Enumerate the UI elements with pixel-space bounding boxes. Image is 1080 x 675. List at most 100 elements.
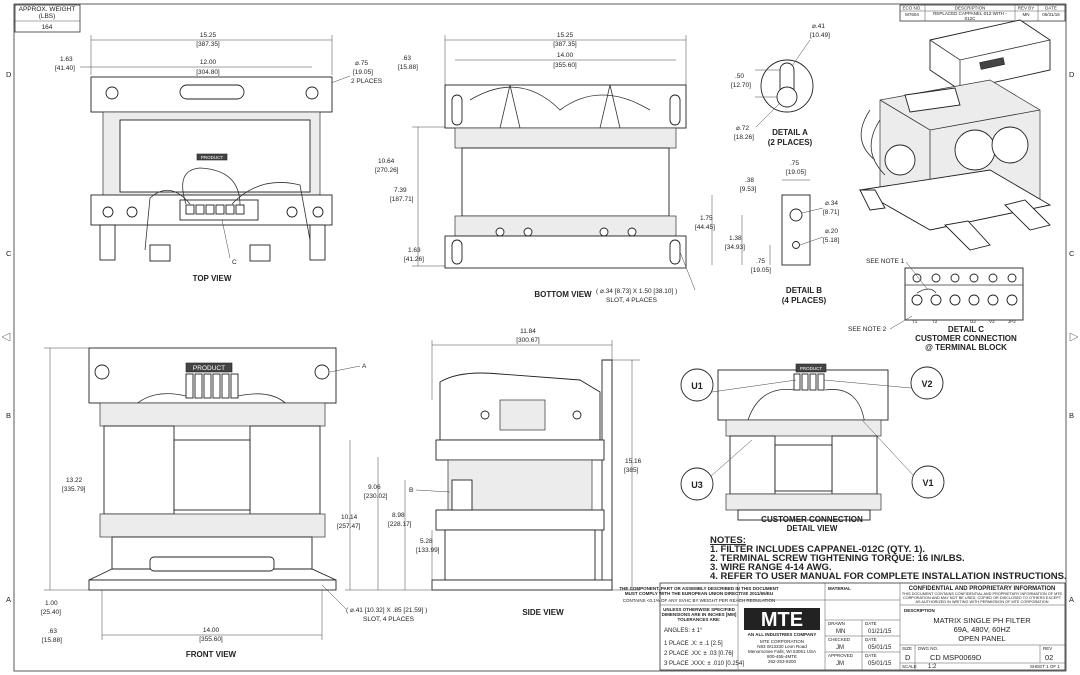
- detail-b-hole-in: ⌀.34: [825, 200, 838, 207]
- cc-title-2: DETAIL VIEW: [787, 524, 838, 533]
- top-wire-2: [231, 182, 311, 241]
- zone-a-right: A: [1069, 595, 1074, 604]
- front-width-mm: [355.60]: [199, 636, 223, 643]
- top-hole-mm: [19.05]: [353, 69, 373, 76]
- weight-box: APPROX. WEIGHT (LBS) 164: [14, 4, 81, 33]
- top-center-slot: [179, 84, 245, 100]
- rev-description-2: 012C: [965, 16, 977, 21]
- front-b2-in: .63: [48, 628, 57, 635]
- tb-address-5: 262-253-8200: [768, 659, 797, 664]
- tb-address-3: Menomonee Falls, WI 53051 USA: [748, 649, 816, 654]
- tb-drawn-by: MN: [836, 629, 845, 635]
- side-h4-in: 5.28: [420, 538, 433, 545]
- detail-c-terminal-jp2: JP2: [1008, 319, 1016, 324]
- side-view: 11.84 [300.67] B 10.14 [257.47] 9.06 [23…: [337, 328, 642, 617]
- isometric-view: [858, 19, 1052, 251]
- detail-b-hole-mm: [8.71]: [823, 209, 839, 216]
- detail-c-title: DETAIL C: [948, 325, 984, 334]
- side-view-title: SIDE VIEW: [522, 608, 564, 617]
- cc-terminals: [793, 373, 825, 391]
- customer-connection-view: PRODUCT U1 V2 U3 V1 CUSTOMER CONNECTION …: [680, 363, 945, 533]
- weight-label: APPROX. WEIGHT: [19, 6, 76, 13]
- top-width-mm: [387.35]: [196, 41, 220, 48]
- zone-b-left: B: [6, 411, 11, 420]
- tb-place-2: 2 PLACE .XX: ± .03 [0.76]: [664, 651, 734, 657]
- tb-scale: 1:2: [928, 664, 937, 670]
- front-slot-note: ( ⌀.41 [10.32] X .85 [21.59] ): [346, 607, 427, 614]
- bottom-slot-note: ( ⌀.34 [8.73] X 1.50 [38.10] ): [596, 288, 677, 295]
- tb-address-2: N83 W13330 Leon Road: [757, 644, 807, 649]
- weight-value: 164: [42, 24, 53, 31]
- tb-address-1: MTE CORPORATION: [760, 639, 804, 644]
- bottom-view: 15.25 [387.35] 14.00 [355.60] .63 [15.88…: [375, 32, 696, 304]
- detail-b-h1-mm: [44.45]: [695, 224, 715, 231]
- bottom-h3-mm: [41.26]: [404, 256, 424, 263]
- tb-confidential-1: THIS DOCUMENT CONTAINS CONFIDENTIAL AND …: [902, 592, 1063, 596]
- note-2: 2. TERMINAL SCREW TIGHTENING TORQUE: 16 …: [710, 553, 965, 564]
- detail-a-d3-mm: [18.26]: [734, 134, 754, 141]
- bottom-slot-places: SLOT, 4 PLACES: [606, 297, 658, 304]
- detail-c-note-2: SEE NOTE 2: [848, 326, 887, 333]
- tb-unless-2: DIMENSIONS ARE IN INCHES [MM]: [662, 612, 737, 617]
- detail-a-d3-in: ⌀.72: [736, 125, 749, 132]
- tb-size: D: [905, 653, 911, 662]
- front-b1-in: 1.00: [45, 600, 58, 607]
- bottom-width-in: 15.25: [557, 32, 574, 39]
- revision-block: ECO NO. DESCRIPTION REV BY DATE M7604 RE…: [899, 4, 1066, 22]
- front-coil-top: [99, 402, 326, 427]
- tb-drawn-date: 01/21/15: [868, 629, 892, 635]
- bottom-h2-in: 7.39: [394, 187, 407, 194]
- top-view-title: TOP VIEW: [193, 274, 232, 283]
- top-left-in: 1.63: [60, 56, 73, 63]
- detail-b-h3-in: .75: [756, 258, 765, 265]
- rev-header-by: REV BY: [1018, 6, 1035, 11]
- front-core: [173, 439, 251, 511]
- front-view: A PRODUCT 13.22 [335.79] 1.00 [25.40] .6…: [41, 347, 427, 659]
- tb-approved-label: APPROVED: [828, 653, 854, 658]
- tb-compliance-1: THE COMPONENT, PART OR ASSEMBLY DESCRIBE…: [619, 586, 779, 591]
- front-height-in: 13.22: [66, 477, 83, 484]
- detail-a-subtitle: (2 PLACES): [768, 138, 813, 147]
- front-terminals: [185, 373, 239, 399]
- bottom-inner-in: 14.00: [557, 52, 574, 59]
- top-hole-note: 2 PLACES: [351, 78, 383, 85]
- zone-c-left: C: [6, 249, 12, 258]
- tb-material-label: MATERIAL: [828, 586, 851, 591]
- tb-desc-3: OPEN PANEL: [958, 634, 1005, 643]
- note-4: 4. REFER TO USER MANUAL FOR COMPLETE INS…: [710, 571, 1067, 582]
- iso-product-label: [979, 57, 1005, 70]
- detail-a: ⌀.41 [10.49] .50 [12.70] ⌀.72 [18.26] DE…: [731, 23, 830, 147]
- note-1: 1. FILTER INCLUDES CAPPANEL-012C (QTY. 1…: [710, 544, 925, 555]
- tb-scale-label: SCALE: [902, 664, 917, 669]
- tb-sheet: SHEET 1 OF 1: [1030, 664, 1060, 669]
- top-inner-mm: [304.80]: [196, 69, 220, 76]
- tb-compliance-2: MUST COMPLY WITH THE EUROPEAN UNION DIRE…: [625, 591, 773, 596]
- bottom-h3-in: 1.63: [408, 247, 421, 254]
- mte-logo-text: MTE: [761, 609, 803, 631]
- cc-title-1: CUSTOMER CONNECTION: [761, 515, 863, 524]
- detail-c-terminal-block: [904, 267, 1024, 321]
- bottom-top-in: .63: [402, 55, 411, 62]
- detail-b-h2-in: 1.38: [729, 235, 742, 242]
- detail-b-l-in: .38: [745, 177, 754, 184]
- tb-place-1: 1 PLACE .X: ± .1 [2.5]: [664, 641, 723, 647]
- side-capacitor: [499, 399, 546, 431]
- side-bracket-b: [451, 479, 473, 511]
- tb-unless-1: UNLESS OTHERWISE SPECIFIED: [663, 607, 735, 612]
- iso-base: [858, 169, 1052, 231]
- side-width-in: 11.84: [520, 328, 536, 335]
- cc-callout-u1: [680, 368, 714, 402]
- detail-b-h1-in: 1.75: [700, 215, 713, 222]
- detail-a-d1-in: ⌀.41: [812, 23, 825, 30]
- cc-callout-u3: [680, 467, 714, 501]
- rev-header-description: DESCRIPTION: [955, 6, 986, 11]
- front-view-title: FRONT VIEW: [186, 650, 237, 659]
- tb-confidential-3: AS AUTHORIZED IN WRITING WITH PERMISSION…: [915, 600, 1048, 604]
- rev-header-date: DATE: [1045, 6, 1057, 11]
- top-hole-in: ⌀.75: [355, 60, 368, 67]
- cc-terminal-u3: U3: [691, 480, 703, 490]
- side-h4-mm: [133.99]: [416, 547, 440, 554]
- bottom-coil-bottom: [454, 215, 677, 237]
- cc-product-text: PRODUCT: [800, 366, 823, 371]
- side-h2-in: 9.06: [368, 484, 381, 491]
